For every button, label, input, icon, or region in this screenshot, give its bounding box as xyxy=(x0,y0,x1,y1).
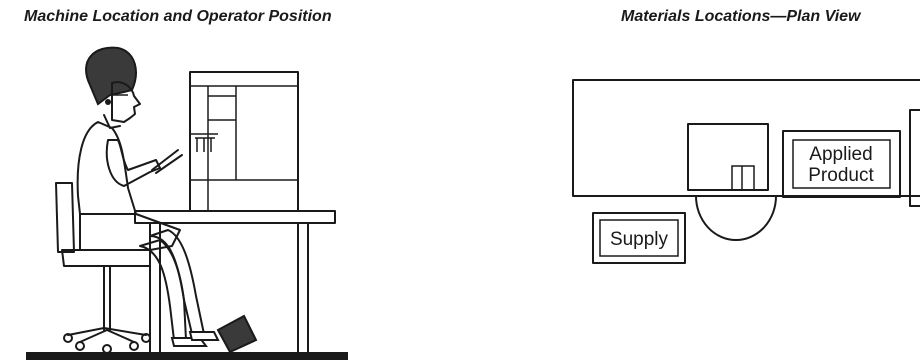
applied-label-line2: Product xyxy=(808,165,874,186)
materials-locations-title: Materials Locations—Plan View xyxy=(621,8,861,25)
foot-pedal xyxy=(216,314,258,354)
operator-scene xyxy=(26,46,348,360)
machine-location-title: Machine Location and Operator Position xyxy=(24,8,332,25)
edge-box xyxy=(909,109,920,207)
supply-area: Supply xyxy=(592,212,686,264)
applied-label-line1: Applied xyxy=(809,144,872,165)
operator-position xyxy=(695,195,777,241)
floor xyxy=(26,352,348,360)
plan-view: Applied Product Supply xyxy=(572,79,920,264)
machine-footprint xyxy=(687,123,769,191)
applied-product-area: Applied Product xyxy=(782,130,901,198)
table-plan-outline xyxy=(572,79,920,197)
operator-chair xyxy=(55,182,151,354)
operator-figure xyxy=(76,46,220,347)
labeling-machine xyxy=(189,71,299,212)
supply-label: Supply xyxy=(610,229,669,250)
